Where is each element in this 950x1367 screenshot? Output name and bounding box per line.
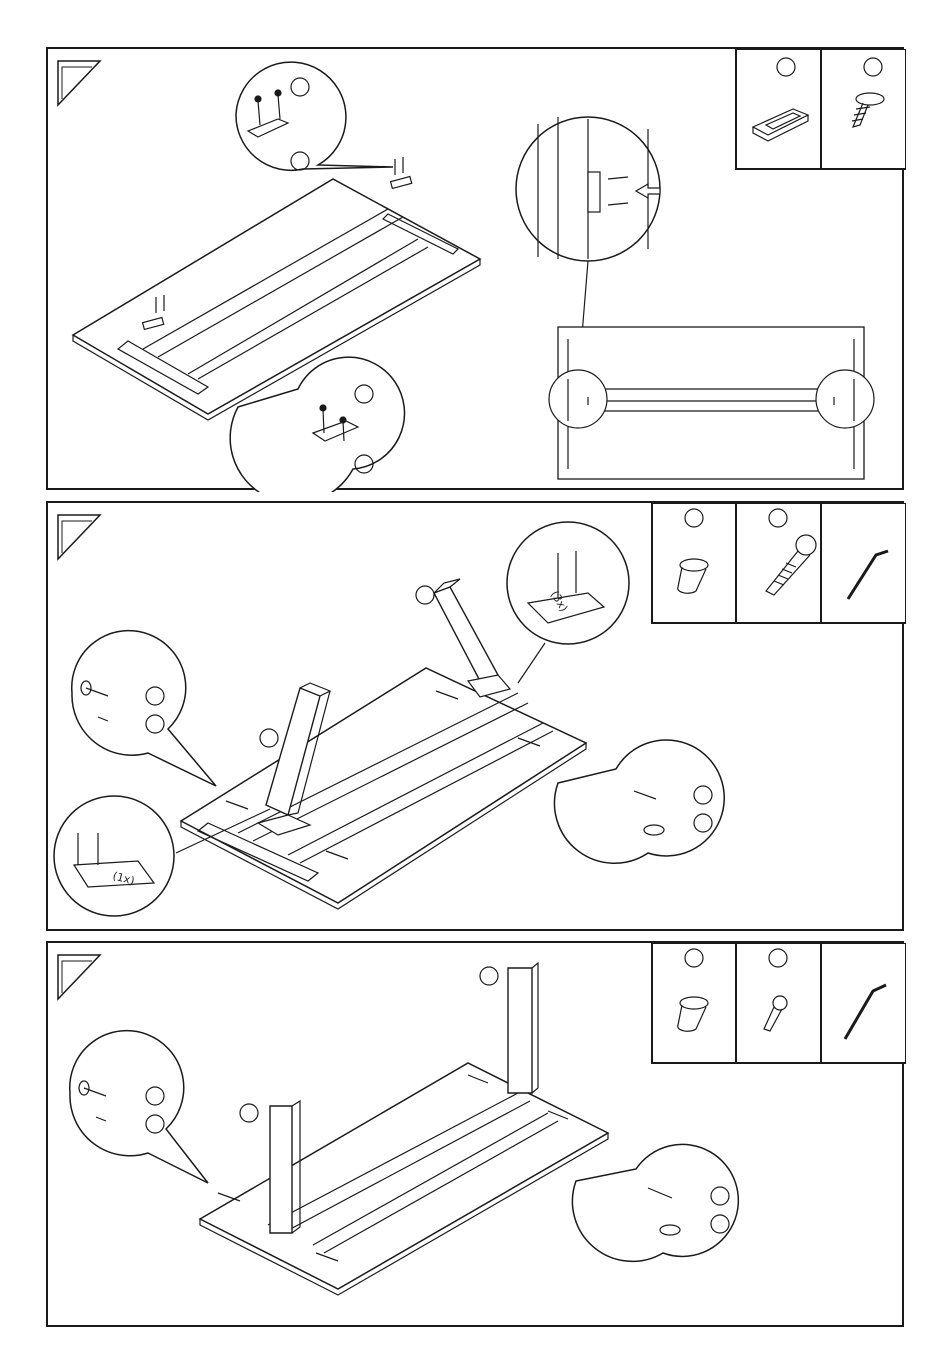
step-3-panel (46, 941, 904, 1327)
step-1-illustration (48, 49, 906, 492)
step-marker-icon (58, 955, 100, 999)
detail-circle-top (507, 522, 629, 644)
detail-bubble-left (72, 631, 216, 786)
tabletop (181, 668, 586, 903)
step-marker-icon (58, 515, 100, 559)
leg-left (270, 1106, 292, 1233)
leg-right (508, 968, 532, 1093)
step-1-panel (46, 47, 904, 490)
step-2-panel: (3x) (1x) (46, 501, 904, 931)
detail-circle-bottom (54, 796, 174, 916)
detail-bubble-left (70, 1031, 208, 1183)
step-marker-icon (58, 61, 100, 105)
detail-bubble-right (554, 740, 724, 863)
step-2-illustration: (3x) (1x) (48, 503, 906, 933)
step-3-illustration (48, 943, 906, 1329)
tabletop (200, 1063, 608, 1289)
leg-right (434, 587, 498, 681)
tabletop (73, 179, 480, 414)
